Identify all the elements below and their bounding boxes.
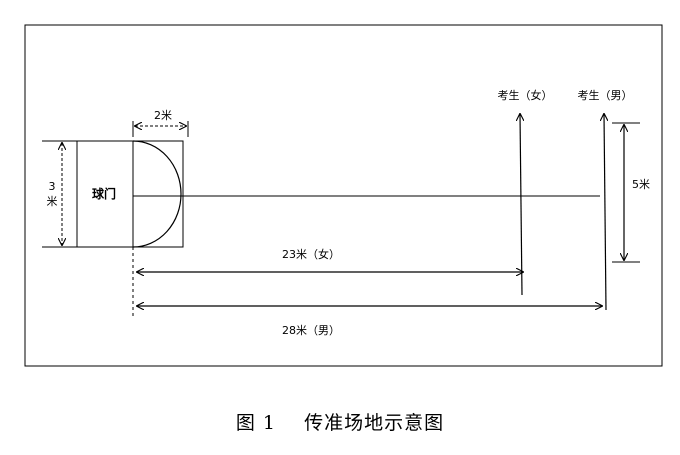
male-distance-label: 28米（男） xyxy=(282,324,340,337)
range-label: 5米 xyxy=(632,178,650,191)
male-examinee-label: 考生（男） xyxy=(578,88,633,102)
diagram-frame xyxy=(24,24,663,367)
goal-box xyxy=(76,140,184,248)
female-examinee-label: 考生（女） xyxy=(498,88,553,102)
figure-title: 传准场地示意图 xyxy=(304,412,445,434)
height-label-bottom: 米 xyxy=(47,195,58,208)
goal-label: 球门 xyxy=(92,186,116,201)
figure-caption: 图 1 传准场地示意图 xyxy=(0,408,680,435)
female-distance-label: 23米（女） xyxy=(282,247,340,261)
male-position-arrow xyxy=(604,114,606,311)
female-position-arrow xyxy=(520,114,522,296)
width-label: 2米 xyxy=(154,109,172,122)
figure-number: 图 1 xyxy=(235,412,277,434)
goal-semicircle xyxy=(132,140,182,248)
height-label-top: 3 xyxy=(49,180,56,193)
